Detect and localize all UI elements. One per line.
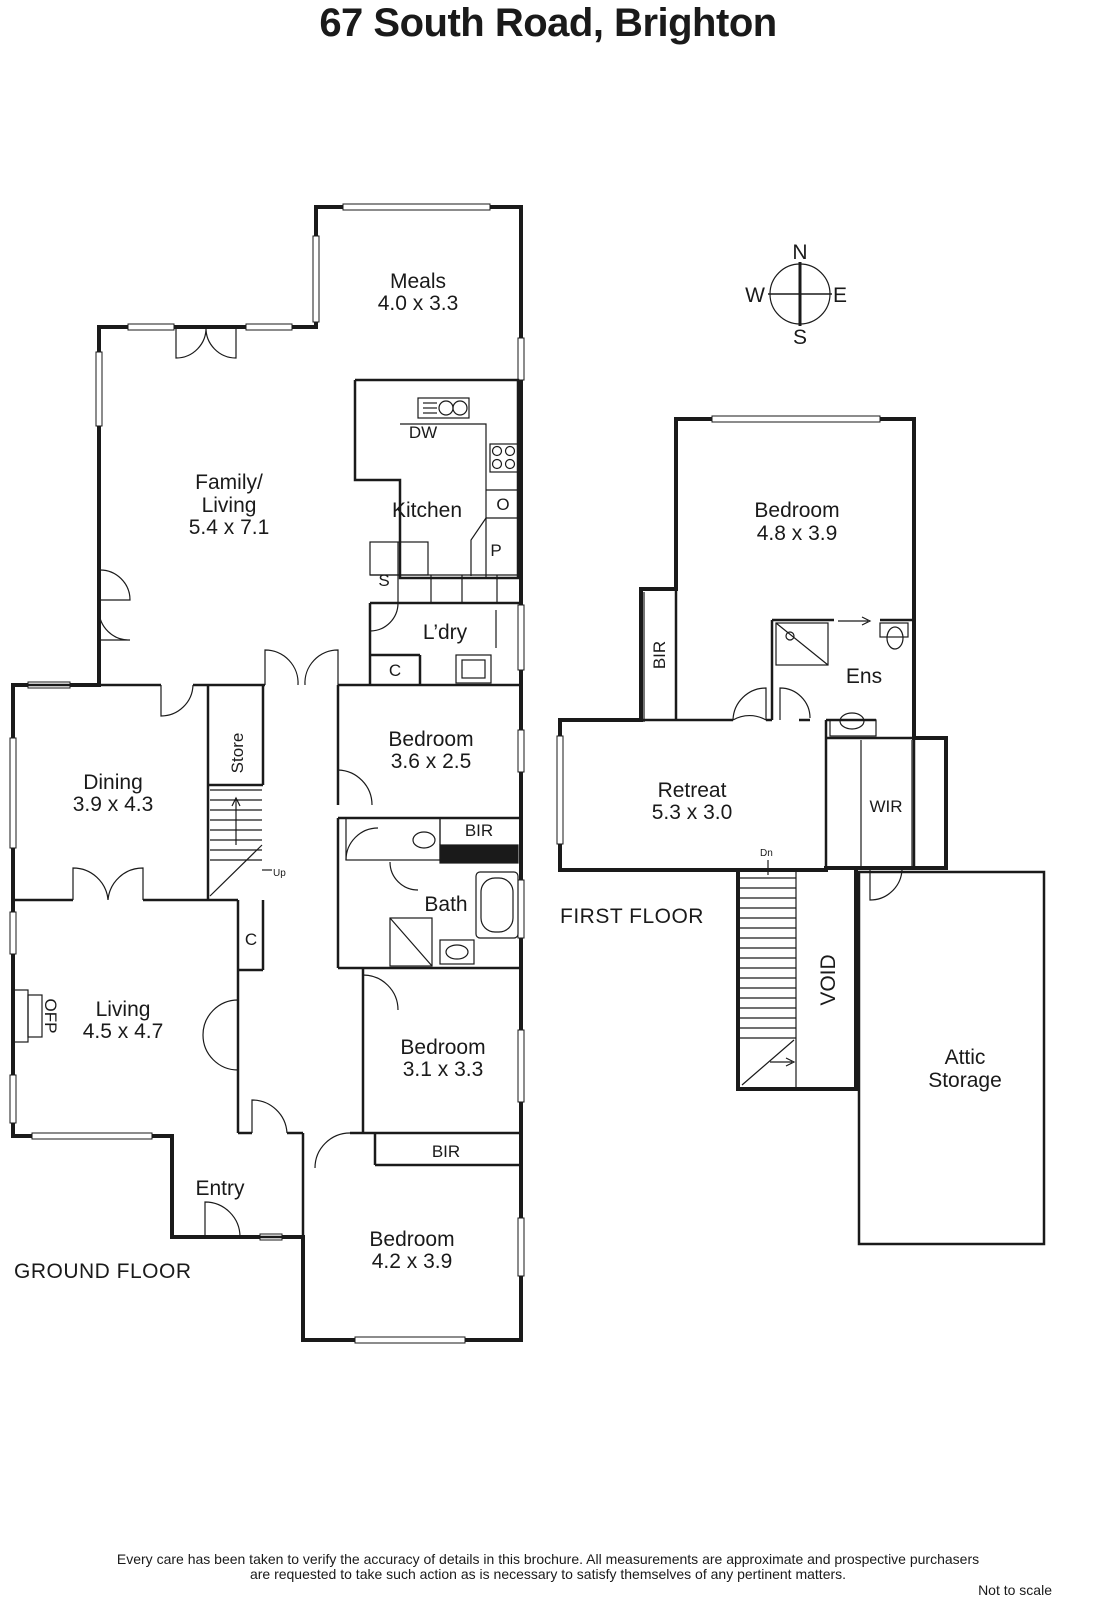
window	[556, 735, 564, 845]
window	[517, 337, 525, 381]
dining-name: Dining	[83, 771, 143, 794]
window	[9, 737, 17, 849]
door	[98, 569, 131, 601]
family-name-line1: Family/	[195, 471, 263, 494]
stairs-dn-mark: Dn	[760, 848, 773, 859]
ground-floor-plan: Meals 4.0 x 3.3 Family/ Living 5.4 x 7.1…	[9, 203, 525, 1344]
window	[95, 351, 103, 427]
window	[354, 1336, 466, 1344]
entry-name: Entry	[195, 1177, 245, 1200]
bedroom-a-dims: 3.6 x 2.5	[391, 750, 472, 773]
window	[9, 1074, 17, 1124]
window	[127, 323, 175, 331]
compass-s: S	[793, 326, 807, 349]
bedroom-a-name: Bedroom	[388, 728, 473, 751]
window	[517, 1029, 525, 1103]
meals-dims: 4.0 x 3.3	[378, 292, 459, 315]
window	[517, 604, 525, 671]
window	[9, 911, 17, 955]
french-door	[175, 326, 237, 359]
attic-name-line2: Storage	[928, 1069, 1002, 1092]
void-mark: VOID	[817, 954, 840, 1005]
kitchen-name: Kitchen	[392, 499, 462, 522]
family-dims: 5.4 x 7.1	[189, 516, 270, 539]
store-name: Store	[228, 733, 247, 774]
first-bir-mark: BIR	[650, 641, 669, 669]
ensuite-name: Ens	[846, 665, 882, 688]
bedroom-b-dims: 3.1 x 3.3	[403, 1058, 484, 1081]
first-floor-label: FIRST FLOOR	[560, 905, 704, 928]
attic-name-line1: Attic	[945, 1046, 986, 1069]
family-name-line2: Living	[202, 494, 257, 517]
open-fireplace-mark: OFP	[41, 999, 60, 1034]
window	[342, 203, 491, 211]
retreat-dims: 5.3 x 3.0	[652, 801, 733, 824]
stairs-up-mark: Up	[273, 868, 286, 879]
not-to-scale-note: Not to scale	[978, 1582, 1052, 1598]
disclaimer-line-1: Every care has been taken to verify the …	[116, 1551, 980, 1567]
hall-cupboard-mark: C	[245, 930, 257, 949]
door	[98, 609, 131, 641]
master-bedroom-dims: 4.8 x 3.9	[757, 522, 838, 545]
bir-mark-a: BIR	[465, 821, 493, 840]
ground-stairs	[209, 789, 272, 897]
retreat-name: Retreat	[658, 779, 727, 802]
compass-icon: N S E W	[745, 241, 847, 349]
meals-name: Meals	[390, 270, 446, 293]
window	[517, 1217, 525, 1277]
bath-name: Bath	[424, 893, 467, 916]
dishwasher-mark: DW	[409, 423, 437, 442]
master-bedroom-name: Bedroom	[754, 499, 839, 522]
bir-mark-b: BIR	[432, 1142, 460, 1161]
window	[517, 729, 525, 773]
bedroom-b-name: Bedroom	[400, 1036, 485, 1059]
dining-dims: 3.9 x 4.3	[73, 793, 154, 816]
laundry-cupboard-mark: C	[389, 661, 401, 680]
disclaimer: Every care has been taken to verify the …	[0, 1552, 1096, 1582]
compass-n: N	[792, 241, 807, 264]
oven-mark: O	[496, 495, 509, 514]
first-floor-plan: Bedroom 4.8 x 3.9 BIR Ens Retreat 5.3 x …	[556, 415, 1046, 1246]
compass-w: W	[745, 284, 765, 307]
bedroom-c-dims: 4.2 x 3.9	[372, 1250, 453, 1273]
window	[312, 235, 320, 323]
sink-mark: S	[378, 571, 389, 590]
window	[245, 323, 293, 331]
bedroom-c-name: Bedroom	[369, 1228, 454, 1251]
ground-floor-label: GROUND FLOOR	[14, 1260, 192, 1283]
window	[711, 415, 881, 423]
wir-mark: WIR	[869, 797, 902, 816]
compass-e: E	[833, 284, 847, 307]
disclaimer-line-2: are requested to take such action as is …	[249, 1566, 847, 1582]
window	[31, 1132, 153, 1140]
pantry-mark: P	[490, 541, 501, 560]
living-name: Living	[96, 998, 151, 1021]
living-dims: 4.5 x 4.7	[83, 1020, 164, 1043]
laundry-name: L’dry	[423, 621, 468, 644]
page-title: 67 South Road, Brighton	[319, 1, 777, 45]
window	[517, 879, 525, 939]
